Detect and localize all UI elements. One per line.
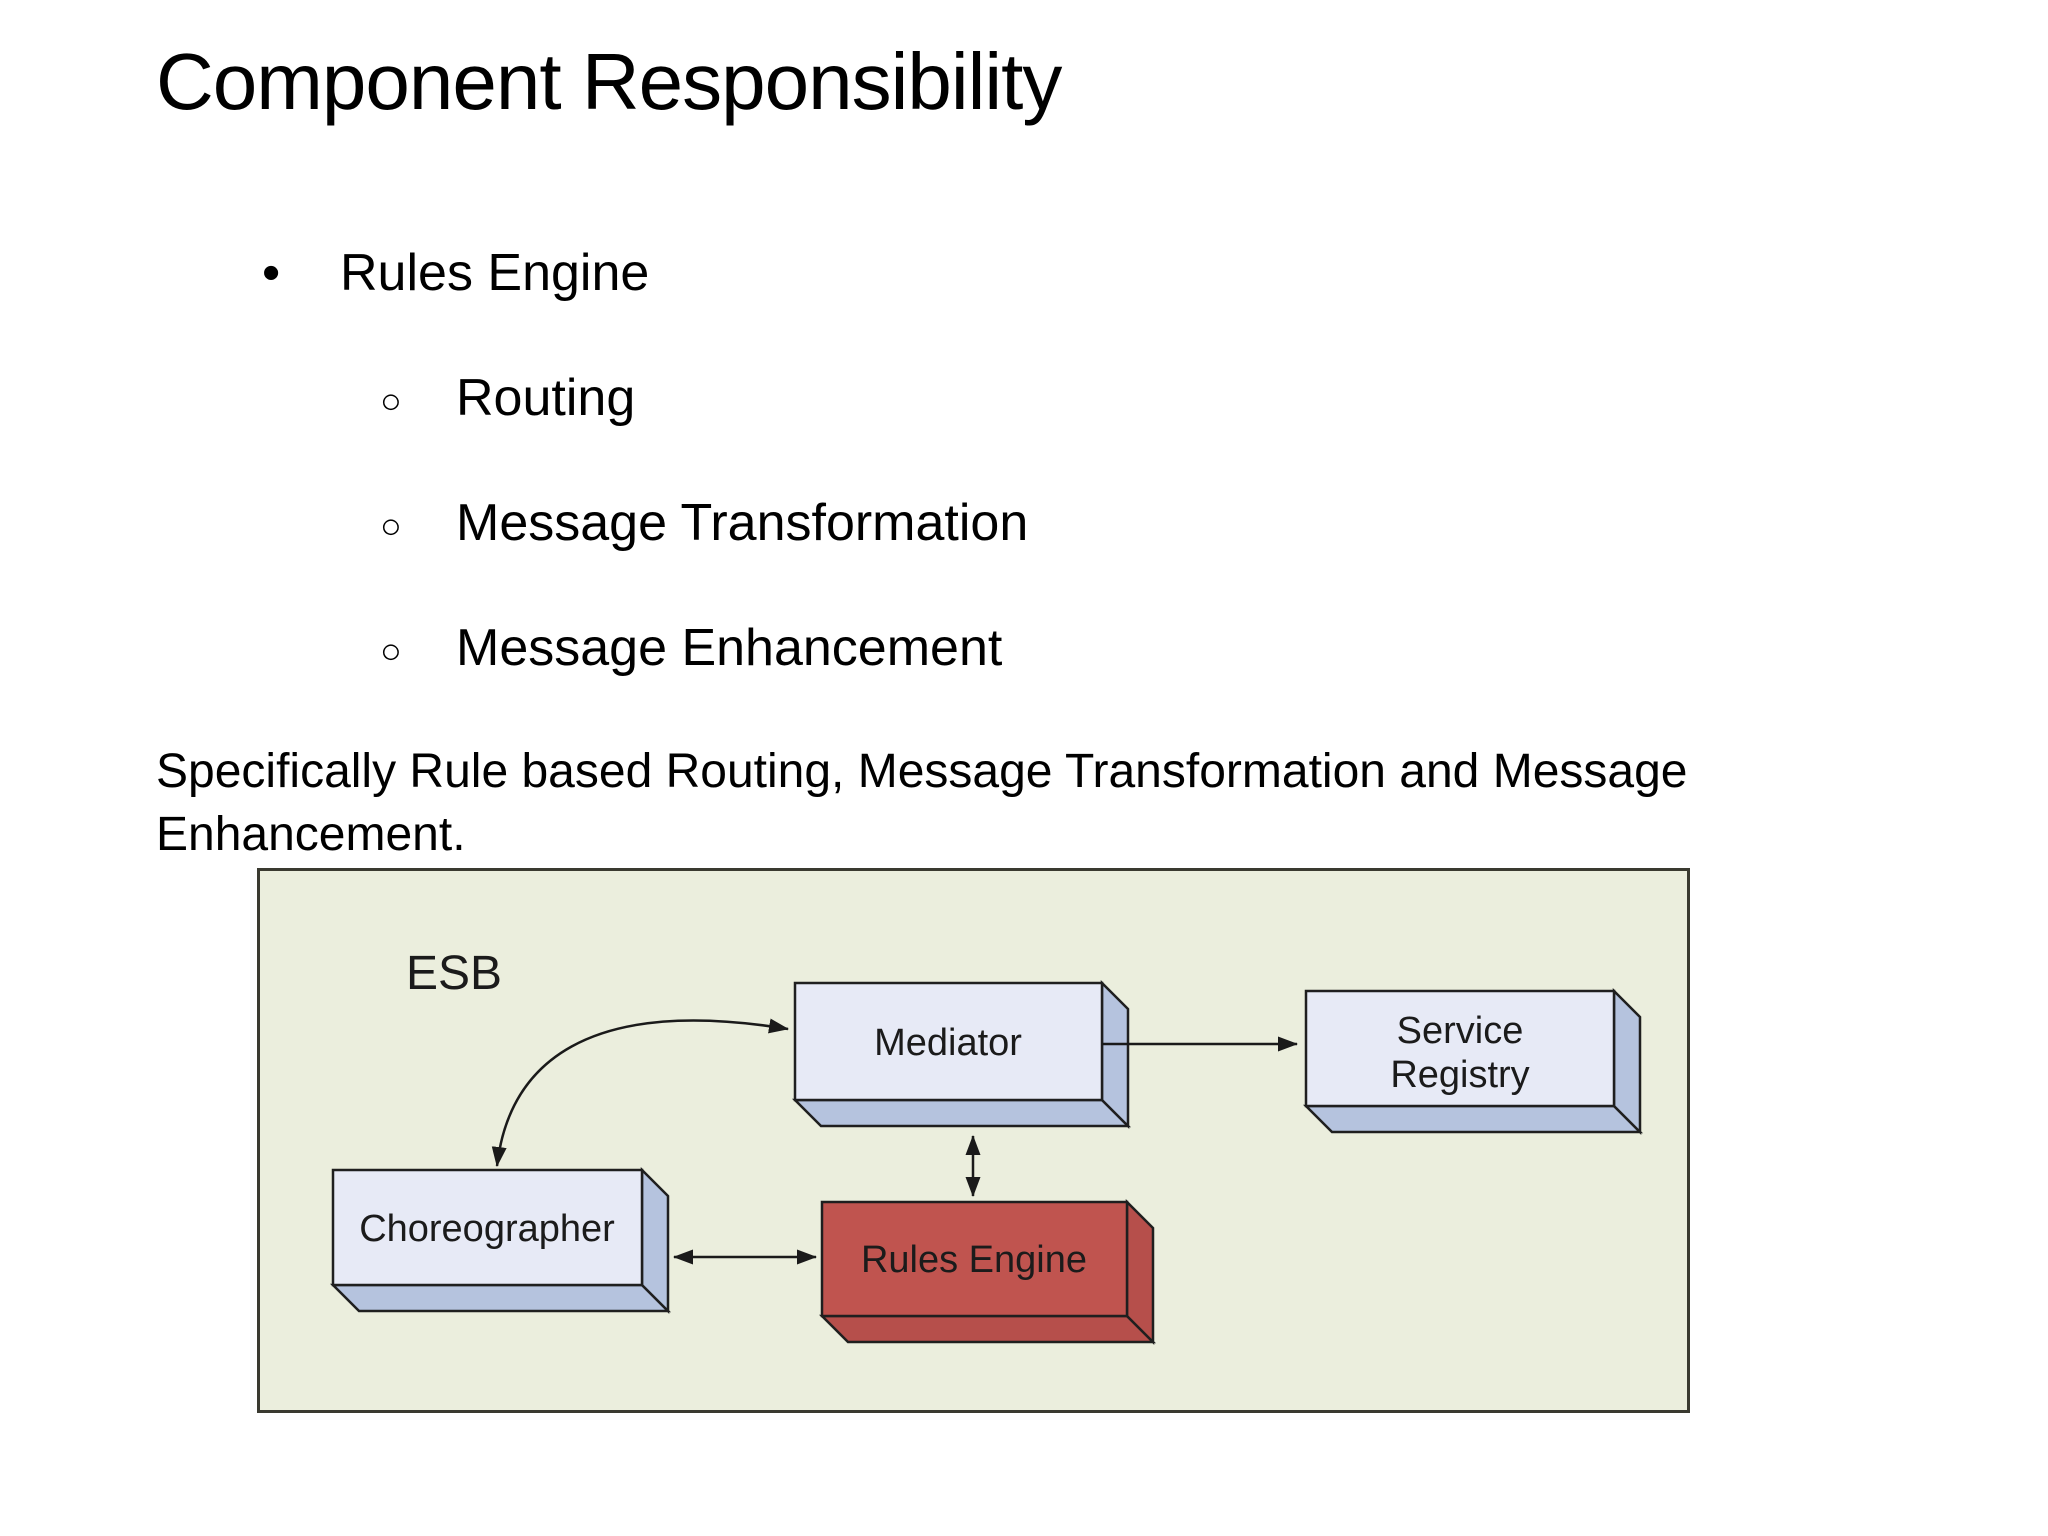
rules-engine-box — [820, 1200, 1129, 1318]
bullet-item-rules-engine: Rules Engine — [340, 244, 650, 302]
bullet-dot-icon: • — [262, 244, 281, 302]
arrow-choreographer-mediator — [491, 1018, 789, 1167]
sub-bullet-routing: Routing — [456, 369, 636, 427]
choreographer-box — [331, 1168, 644, 1287]
circle-bullet-icon: ○ — [380, 630, 402, 671]
service-registry-label-line1: Service — [1397, 1010, 1524, 1052]
service-registry-node: Service Registry — [1302, 987, 1644, 1136]
page-title: Component Responsibility — [156, 37, 1062, 126]
rules-engine-node: Rules Engine — [818, 1198, 1157, 1346]
mediator-box — [793, 981, 1104, 1102]
mediator-node: Mediator — [791, 979, 1132, 1130]
circle-bullet-icon: ○ — [380, 380, 402, 421]
sub-bullet-message-transformation: Message Transformation — [456, 494, 1029, 552]
choreographer-label: Choreographer — [359, 1208, 615, 1250]
service-registry-box — [1304, 989, 1616, 1108]
sub-bullet-message-enhancement: Message Enhancement — [456, 619, 1003, 677]
choreographer-node: Choreographer — [329, 1166, 672, 1315]
service-registry-label-line2: Registry — [1390, 1054, 1529, 1096]
mediator-label: Mediator — [874, 1022, 1022, 1064]
body-paragraph: Specifically Rule based Routing, Message… — [156, 745, 1688, 861]
rules-engine-label: Rules Engine — [861, 1239, 1087, 1281]
circle-bullet-icon: ○ — [380, 505, 402, 546]
esb-label: ESB — [406, 947, 502, 1000]
esb-architecture-diagram: ESB Mediator Service Registry Choreograp… — [257, 868, 1690, 1413]
